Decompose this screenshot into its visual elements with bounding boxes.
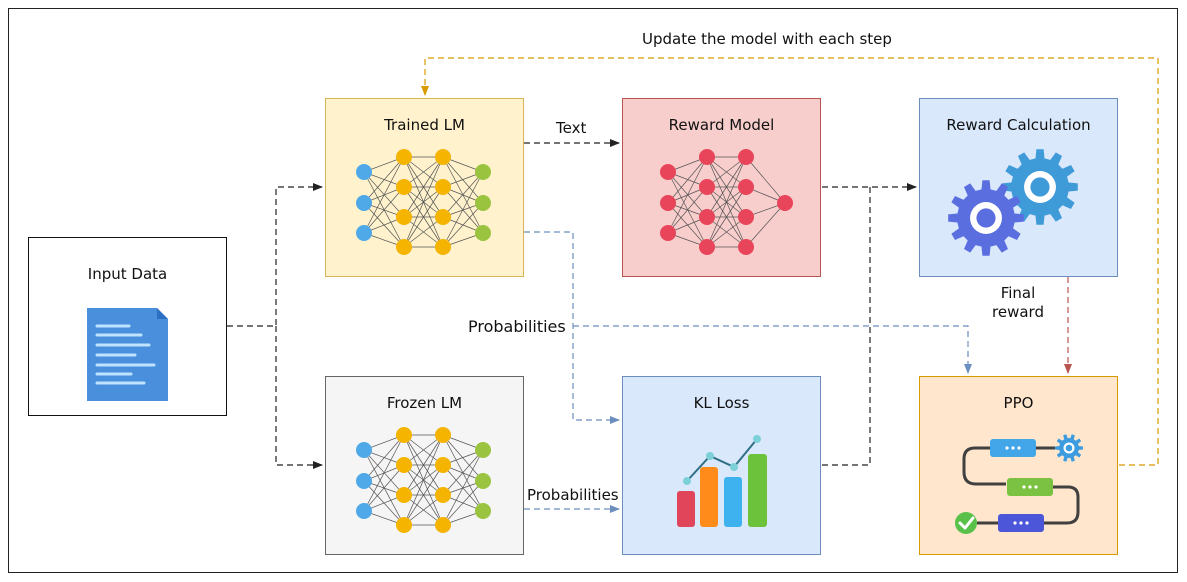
probabilities-label-trained: Probabilities [466, 317, 568, 336]
neuron [660, 225, 676, 241]
neuron [356, 225, 372, 241]
text-edge-label: Text [556, 119, 587, 137]
kl-loss-node: KL Loss [622, 376, 821, 555]
neuron [356, 473, 372, 489]
neuron [396, 487, 412, 503]
neuron [356, 442, 372, 458]
check-icon [955, 512, 977, 534]
gear-icon [1055, 434, 1083, 462]
input-data-node: Input Data [28, 237, 227, 416]
trained-lm-title: Trained LM [384, 116, 465, 134]
reward-calculation-node: Reward Calculation [919, 98, 1118, 277]
neuron [356, 503, 372, 519]
final-reward-label-line1: Final [1000, 284, 1036, 302]
neuron [475, 225, 491, 241]
neuron [699, 209, 715, 225]
edge-input-to-frozen [275, 326, 323, 469]
neuron [475, 195, 491, 211]
neuron [435, 427, 451, 443]
workflow-icon [955, 434, 1083, 534]
neuron [435, 487, 451, 503]
reward-model-node: Reward Model [622, 98, 821, 277]
neuron [396, 427, 412, 443]
edge-kl-to-calc [822, 187, 871, 466]
update-loop-label: Update the model with each step [642, 30, 892, 48]
neuron [738, 209, 754, 225]
gears-icon [948, 149, 1078, 256]
bar-chart-icon [677, 435, 767, 527]
edge-input-to-trained [227, 183, 323, 327]
neural-network-icon [660, 149, 793, 255]
neuron [699, 149, 715, 165]
neuron [699, 179, 715, 195]
neural-network-icon [356, 427, 491, 533]
diagram-frame [8, 8, 1178, 573]
final-reward-label: Final reward [990, 284, 1046, 322]
neuron [475, 442, 491, 458]
neural-network-icon [356, 149, 491, 255]
edge-probabilities-to-ppo [573, 325, 972, 374]
frozen-lm-title: Frozen LM [386, 394, 463, 412]
neuron [435, 517, 451, 533]
neuron [356, 195, 372, 211]
edge-ppo-update-loop [421, 57, 1159, 466]
reward-model-title: Reward Model [668, 116, 775, 134]
neuron [738, 149, 754, 165]
neuron [738, 179, 754, 195]
gear-icon [948, 180, 1024, 256]
ppo-node: PPO [919, 376, 1118, 555]
gear-icon [1055, 434, 1083, 462]
trained-lm-node: Trained LM [325, 98, 524, 277]
neuron [435, 209, 451, 225]
neuron [660, 195, 676, 211]
neuron [356, 164, 372, 180]
neuron [699, 239, 715, 255]
neuron [738, 239, 754, 255]
probabilities-label-frozen: Probabilities [526, 486, 620, 504]
frozen-lm-node: Frozen LM [325, 376, 524, 555]
neuron [435, 457, 451, 473]
reward-calculation-title: Reward Calculation [946, 116, 1091, 134]
final-reward-label-line2: reward [992, 303, 1044, 321]
input-data-title: Input Data [87, 265, 168, 283]
gear-icon [1002, 149, 1078, 225]
neuron [660, 164, 676, 180]
neuron [396, 457, 412, 473]
neuron [435, 179, 451, 195]
neuron [396, 179, 412, 195]
document-icon [87, 308, 168, 401]
neuron [396, 209, 412, 225]
neuron [435, 149, 451, 165]
ppo-title: PPO [1003, 394, 1034, 412]
neuron [475, 164, 491, 180]
neuron [475, 503, 491, 519]
neuron [435, 239, 451, 255]
neuron [396, 149, 412, 165]
neuron [777, 195, 793, 211]
kl-loss-title: KL Loss [693, 394, 750, 412]
neuron [396, 239, 412, 255]
neuron [396, 517, 412, 533]
neuron [475, 473, 491, 489]
